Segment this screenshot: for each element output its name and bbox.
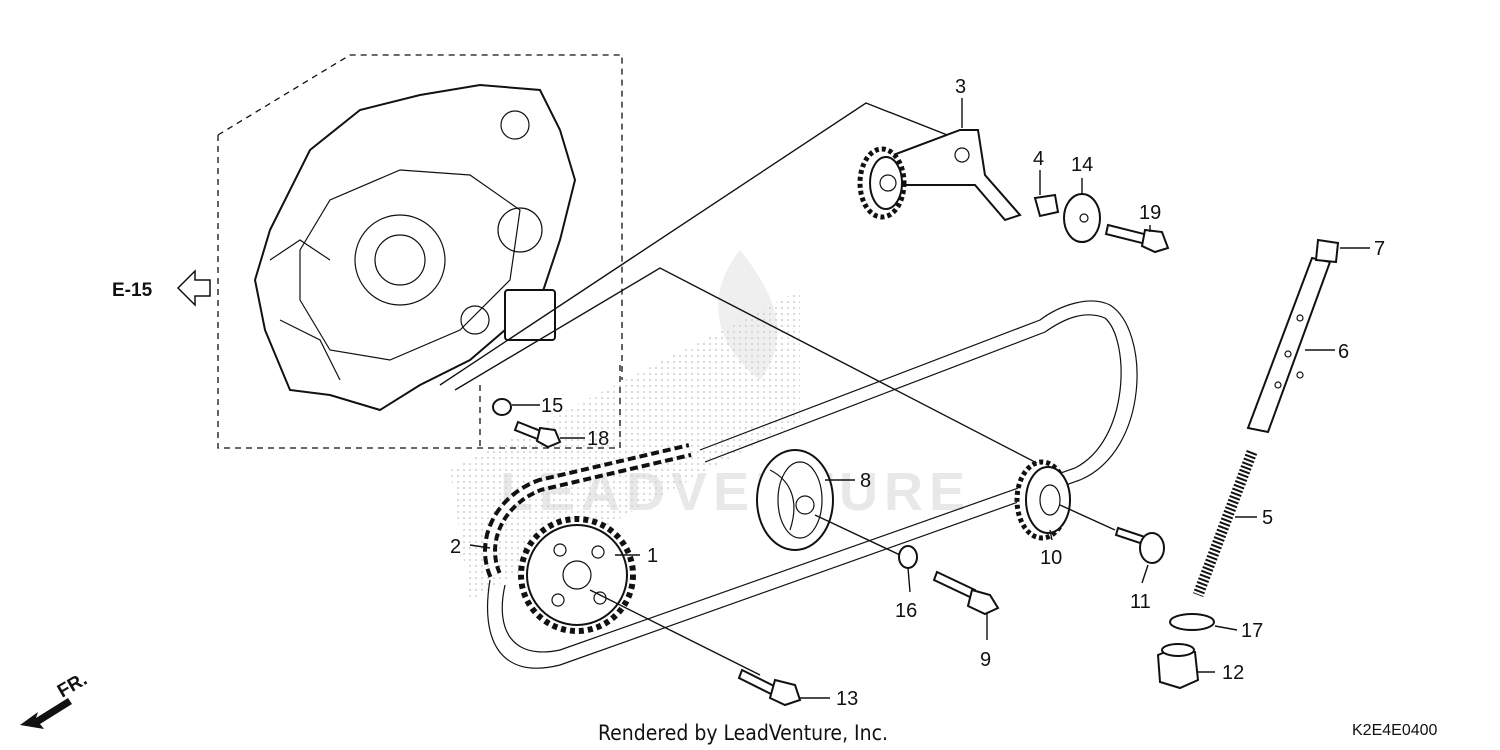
collar-4 [1033,193,1060,218]
roller-pin [1114,526,1165,564]
callout-14: 14 [1071,154,1093,176]
callout-2: 2 [450,536,461,558]
sprocket-bolt [589,589,802,707]
ref-label: E-15 [112,280,153,301]
callout-5: 5 [1262,507,1273,529]
bolt-9 [932,570,1000,616]
callout-8: 8 [860,470,871,492]
chain-guide [756,449,901,556]
washer-17 [1169,613,1215,631]
callout-16: 16 [895,600,917,622]
diagram-code: K2E4E0400 [1352,722,1438,739]
callout-4: 4 [1033,148,1044,170]
washer-14 [1063,193,1101,243]
callout-1: 1 [647,545,658,567]
footer-credit: Rendered by LeadVenture, Inc. [598,721,888,745]
callout-10: 10 [1040,547,1062,569]
ref-arrow-icon [176,269,211,307]
bolt-18 [513,420,562,449]
tube-cap-7 [1314,238,1340,264]
crankcase-cover [253,83,577,412]
callout-17: 17 [1241,620,1263,642]
callout-15: 15 [541,395,563,417]
callout-9: 9 [980,649,991,671]
washer-16 [898,545,918,569]
sealing-bolt-12 [1156,643,1200,690]
tensioner-arm [857,129,1022,222]
front-indicator: FR. [20,669,91,729]
roller-chain [483,443,692,578]
shading-area [450,290,800,600]
callout-19: 19 [1139,202,1161,224]
cam-sprocket [518,516,636,634]
washer-15 [492,398,512,416]
leader-crankcase-tensioner [439,102,961,386]
callout-13: 13 [836,688,858,710]
callout-3: 3 [955,76,966,98]
cam-chain-loop [486,300,1138,669]
callout-7: 7 [1374,238,1385,260]
callout-18: 18 [587,428,609,450]
ref-e15: E-15 [112,269,211,307]
callout-leaders [469,98,1370,699]
callout-6: 6 [1338,341,1349,363]
tensioner-tube [1246,256,1332,434]
tensioner-roller [1014,459,1116,541]
tensioner-spring [1192,450,1258,597]
crankcase-dashed-box [217,54,623,449]
leader-crankcase-slider [454,267,1061,476]
front-arrow-icon [20,698,72,729]
bolt-19 [1104,223,1170,254]
front-label: FR. [54,669,91,702]
callout-12: 12 [1222,662,1244,684]
callout-11: 11 [1130,591,1151,613]
